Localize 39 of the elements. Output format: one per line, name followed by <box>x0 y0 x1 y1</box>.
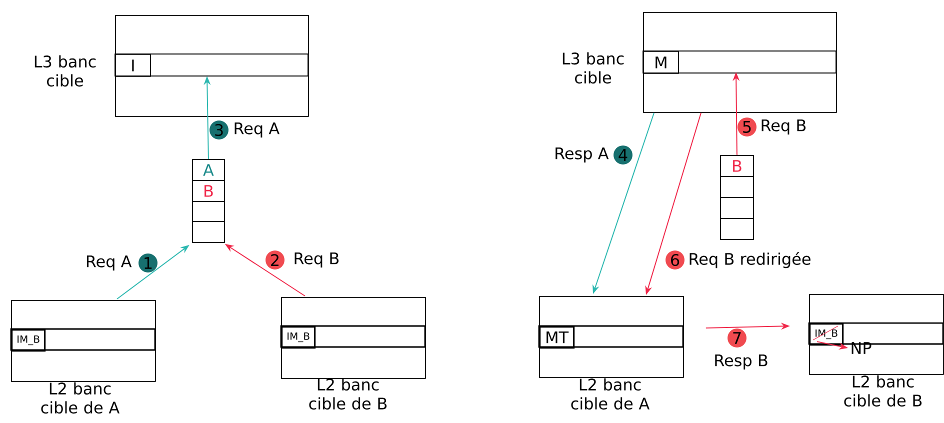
cache-box <box>808 294 944 375</box>
cache-box <box>538 296 684 378</box>
cache-box <box>642 12 837 113</box>
cache-line-cell: I <box>115 54 151 77</box>
cache-label: L2 banc cible de A <box>41 382 120 414</box>
cache-box <box>280 297 426 379</box>
queue-slot <box>192 221 225 243</box>
step-badge: 6 <box>666 250 684 270</box>
cache-line-cell: M <box>643 51 679 74</box>
cache-line-cell: IM_B <box>281 326 316 349</box>
edge-label: Req B <box>292 252 341 268</box>
queue-slot: B <box>192 180 225 202</box>
step-badge: 3 <box>210 120 228 140</box>
queue-slot <box>192 201 225 222</box>
cache-label: L3 banc cible <box>34 55 96 87</box>
queue-slot <box>720 176 754 198</box>
queue-slot <box>720 218 754 240</box>
step-badge: 7 <box>728 328 746 348</box>
cache-label: L2 banc cible de B <box>309 378 387 410</box>
queue-slot: B <box>720 155 754 177</box>
cache-label: L3 banc cible <box>562 52 624 84</box>
edge-label: Req A <box>232 122 281 138</box>
edge-label: Req A <box>84 254 133 272</box>
step-badge: 1 <box>138 254 158 272</box>
cache-box <box>114 15 309 117</box>
cache-line-cell: MT <box>539 326 575 349</box>
queue-slot <box>720 197 754 219</box>
cache-line-cell: IM_B <box>11 329 46 352</box>
edge-label: Req B redirigée <box>687 250 812 270</box>
queue-slot: A <box>192 159 225 181</box>
cache-label: L2 banc cible de B <box>844 375 922 407</box>
edge-label: Resp B <box>712 354 770 370</box>
edge-label: Resp A <box>553 146 610 164</box>
step-badge: 4 <box>614 146 632 164</box>
step-badge: 2 <box>266 250 284 270</box>
step-badge: 5 <box>738 118 756 136</box>
cache-box <box>10 300 156 382</box>
cache-label: L2 banc cible de A <box>571 378 650 410</box>
edge-label: Req B <box>759 118 808 136</box>
